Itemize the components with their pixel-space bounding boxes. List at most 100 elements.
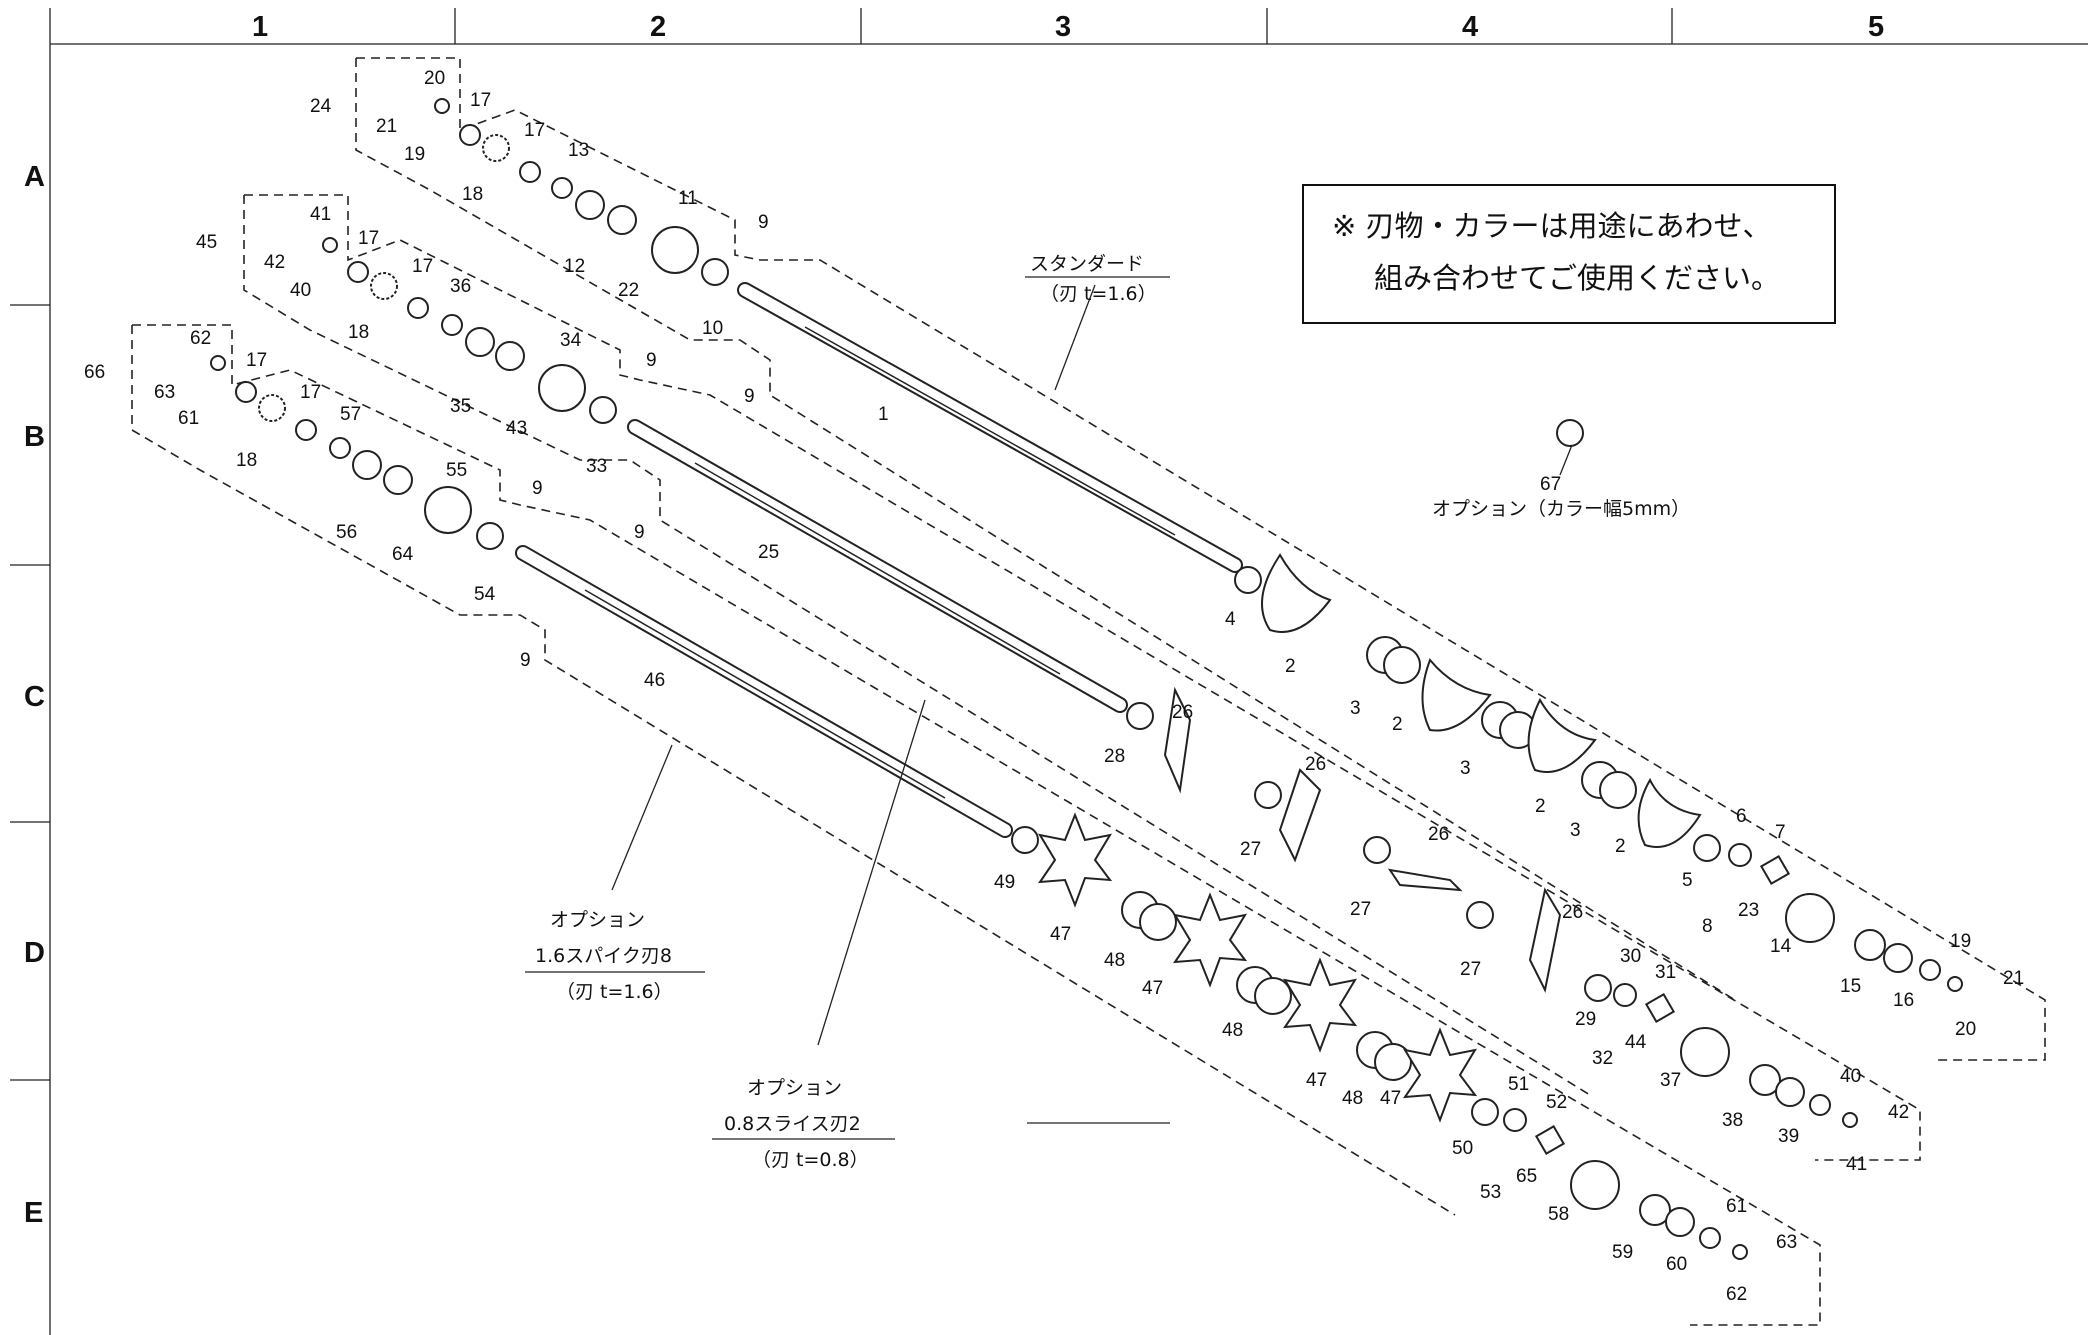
part-number-label: 38 <box>1722 1110 1743 1131</box>
part-number-label: 36 <box>450 276 471 297</box>
part-number-label: 60 <box>1666 1254 1687 1275</box>
standard-spec: （刃 t=1.6） <box>1040 283 1157 305</box>
part-number-label: 9 <box>520 650 531 671</box>
row-label: A <box>24 161 45 193</box>
part-number-label: 23 <box>1738 900 1759 921</box>
part-number-label: 2 <box>1392 714 1403 735</box>
usage-note-line2: 組み合わせてご使用ください。 <box>1374 261 1781 295</box>
option-collar-number: 67 <box>1540 474 1561 495</box>
part-number-label: 9 <box>646 350 657 371</box>
part-number-label: 41 <box>1846 1154 1867 1175</box>
part-number-label: 35 <box>450 396 471 417</box>
slice-title: オプション <box>747 1077 842 1099</box>
part-number-label: 50 <box>1452 1138 1473 1159</box>
column-label: 5 <box>1868 11 1884 43</box>
part-number-label: 5 <box>1682 870 1693 891</box>
part-number-label: 48 <box>1342 1088 1363 1109</box>
part-number-label: 9 <box>758 212 769 233</box>
part-number-label: 24 <box>310 96 332 117</box>
row-label: C <box>24 681 45 713</box>
part-number-label: 25 <box>758 542 779 563</box>
part-number-label: 11 <box>678 188 698 209</box>
part-number-label: 9 <box>634 522 645 543</box>
row-label: E <box>24 1197 43 1229</box>
part-number-label: 19 <box>1950 931 1971 952</box>
part-number-label: 66 <box>84 362 105 383</box>
part-numbers-top: 24 20 21 19 17 17 18 13 11 12 9 22 10 9 … <box>310 68 2024 1040</box>
part-number-label: 13 <box>568 140 589 161</box>
part-number-label: 56 <box>336 522 357 543</box>
part-number-label: 27 <box>1460 959 1481 980</box>
part-number-label: 29 <box>1575 1009 1596 1030</box>
part-number-label: 65 <box>1516 1166 1537 1187</box>
part-number-label: 42 <box>1888 1102 1909 1123</box>
part-number-label: 53 <box>1480 1182 1501 1203</box>
standard-title: スタンダード <box>1030 253 1144 275</box>
part-number-label: 9 <box>532 478 543 499</box>
caption-leaders <box>525 284 1573 1140</box>
part-number-label: 21 <box>376 116 397 137</box>
part-number-label: 18 <box>348 322 369 343</box>
part-number-label: 26 <box>1172 702 1193 723</box>
part-number-label: 8 <box>1702 916 1713 937</box>
part-number-label: 27 <box>1240 839 1261 860</box>
part-number-label: 40 <box>1840 1066 1861 1087</box>
part-number-label: 3 <box>1350 698 1361 719</box>
part-number-label: 26 <box>1428 824 1449 845</box>
part-number-label: 9 <box>744 386 755 407</box>
column-label: 4 <box>1462 11 1478 43</box>
part-number-label: 61 <box>1726 1196 1747 1217</box>
part-number-label: 40 <box>290 280 311 301</box>
part-number-label: 32 <box>1592 1048 1613 1069</box>
part-number-label: 17 <box>300 382 321 403</box>
column-dividers <box>454 8 1673 44</box>
row-label: B <box>24 421 45 453</box>
spike-title: オプション <box>550 909 645 931</box>
part-number-label: 15 <box>1840 976 1861 997</box>
part-number-label: 31 <box>1655 962 1676 983</box>
part-number-label: 58 <box>1548 1204 1569 1225</box>
part-number-label: 1 <box>878 404 889 425</box>
part-number-label: 26 <box>1562 902 1583 923</box>
part-number-label: 3 <box>1570 820 1581 841</box>
bottom-assembly-parts <box>210 355 1748 1260</box>
part-number-label: 44 <box>1625 1032 1647 1053</box>
part-number-label: 4 <box>1225 609 1236 630</box>
usage-note: ※ 刃物・カラーは用途にあわせ、 組み合わせてご使用ください。 <box>1302 184 1836 324</box>
row-dividers <box>10 304 50 1081</box>
part-number-label: 10 <box>702 318 723 339</box>
part-number-label: 20 <box>1955 1019 1976 1040</box>
column-label: 2 <box>650 11 666 43</box>
part-number-label: 7 <box>1775 822 1786 843</box>
middle-assembly-parts <box>322 237 1858 1128</box>
part-number-label: 46 <box>644 670 665 691</box>
shaft-standard <box>737 282 1243 573</box>
option-collar-label: オプション（カラー幅5mm） <box>1432 498 1690 520</box>
part-number-label: 20 <box>424 68 445 89</box>
part-number-label: 59 <box>1612 1242 1633 1263</box>
part-number-label: 2 <box>1535 796 1546 817</box>
part-number-label: 48 <box>1222 1020 1243 1041</box>
part-number-label: 47 <box>1142 978 1163 999</box>
part-number-label: 2 <box>1285 656 1296 677</box>
part-number-label: 37 <box>1660 1070 1681 1091</box>
part-number-label: 55 <box>446 460 467 481</box>
part-number-label: 21 <box>2003 968 2024 989</box>
part-number-label: 41 <box>310 204 331 225</box>
part-number-label: 47 <box>1050 924 1071 945</box>
part-number-label: 6 <box>1736 806 1747 827</box>
part-number-label: 63 <box>154 382 175 403</box>
part-number-label: 62 <box>190 328 211 349</box>
top-assembly-parts <box>434 98 1963 992</box>
part-number-label: 2 <box>1615 836 1626 857</box>
part-number-label: 57 <box>340 404 361 425</box>
usage-note-line1: ※ 刃物・カラーは用途にあわせ、 <box>1332 209 1772 243</box>
part-number-label: 26 <box>1305 754 1326 775</box>
assembly-outlines <box>131 57 2046 1326</box>
part-number-label: 18 <box>462 184 483 205</box>
spike-name: 1.6スパイク刃8 <box>535 945 672 967</box>
part-number-label: 52 <box>1546 1092 1567 1113</box>
part-number-label: 61 <box>178 408 199 429</box>
part-number-label: 17 <box>412 256 433 277</box>
part-number-label: 43 <box>506 418 527 439</box>
